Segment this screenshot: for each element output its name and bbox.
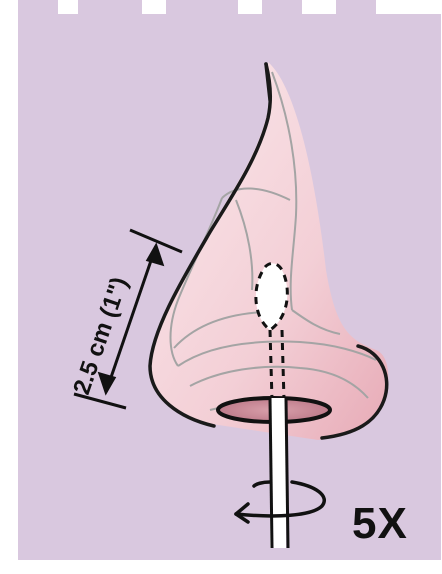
rotation-count-label: 5X	[352, 499, 408, 548]
swab-stick	[270, 398, 288, 548]
